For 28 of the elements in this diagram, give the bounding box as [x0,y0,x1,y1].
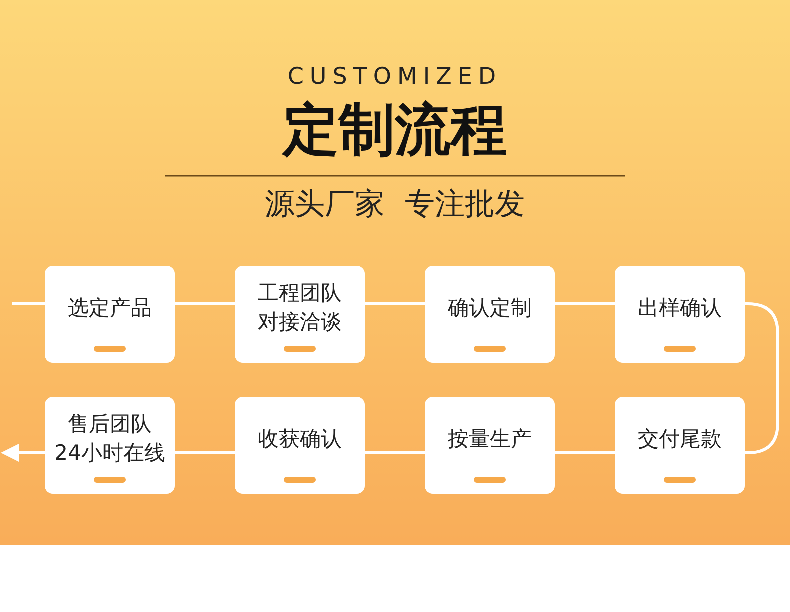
step-card [425,266,555,363]
connector-line [175,302,235,306]
arrow [1,444,45,462]
connector-line [12,302,45,306]
step-label: 按量生产 [447,426,533,452]
subtitle-text: 源头厂家 专注批发 [264,186,526,224]
step-card [235,397,365,494]
step-card [615,266,745,363]
connector-line [365,452,425,454]
heading-text: CUSTOMIZED [286,64,504,90]
connector-line [745,302,780,454]
step-card [235,266,365,363]
connector-line [365,302,425,306]
step-card [45,397,175,494]
connector-line [555,452,615,454]
step-label: 交付尾款 [637,426,723,452]
step-card [425,397,555,494]
step-card [45,266,175,363]
step-label: 工程团队对接洽谈 [257,280,343,336]
step-label: 出样确认 [637,294,723,322]
step-label: 售后团队24小时在线 [54,411,166,467]
step-card [615,397,745,494]
step-label: 确认定制 [447,294,533,322]
connector-line [175,452,235,454]
connector-line [555,302,615,306]
step-label: 收获确认 [257,426,343,452]
step-label: 选定产品 [67,294,153,322]
title-text: 定制流程 [281,97,508,165]
